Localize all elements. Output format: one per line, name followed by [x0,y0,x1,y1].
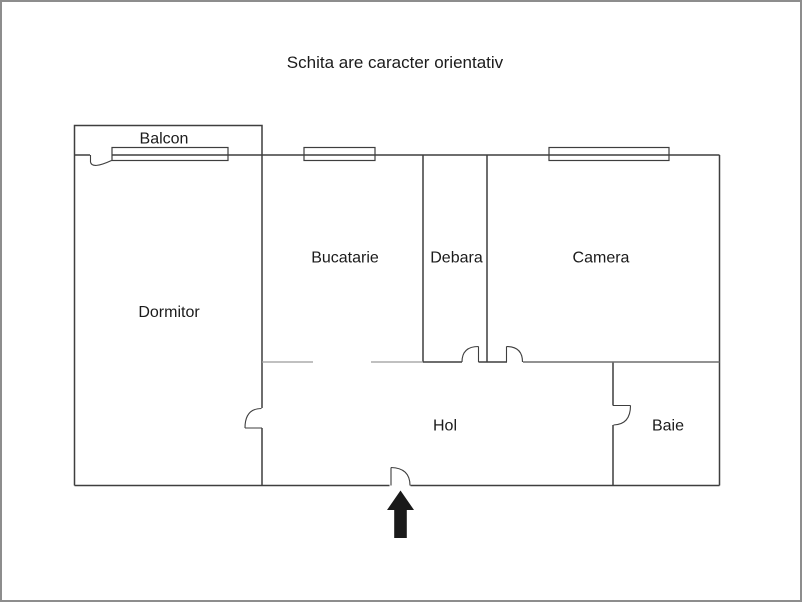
door-baie-swing [613,404,632,426]
doors [89,155,632,486]
entrance-arrow-icon [387,490,414,538]
room-label-baie: Baie [652,418,684,435]
balcony-outline [73,124,263,155]
door-dormitor-swing [244,407,262,429]
door-debara-swing [461,345,480,363]
room-label-hol: Hol [433,418,457,435]
room-label-dormitor: Dormitor [138,304,200,321]
windows [111,146,670,162]
door-entrance-swing [390,466,411,486]
room-label-bucatarie: Bucatarie [311,250,379,267]
window-bucatarie [303,146,376,162]
door-balcon-swing [89,155,112,166]
labels: Schita are caracter orientativ Balcon Do… [138,53,684,435]
room-label-balcon: Balcon [140,131,189,148]
room-label-debara: Debara [430,250,483,267]
page-title: Schita are caracter orientativ [287,53,504,72]
window-balcon [111,146,229,162]
walls-main [73,124,721,487]
room-label-camera: Camera [573,250,630,267]
window-camera [548,146,670,162]
door-camera-swing [505,345,524,363]
